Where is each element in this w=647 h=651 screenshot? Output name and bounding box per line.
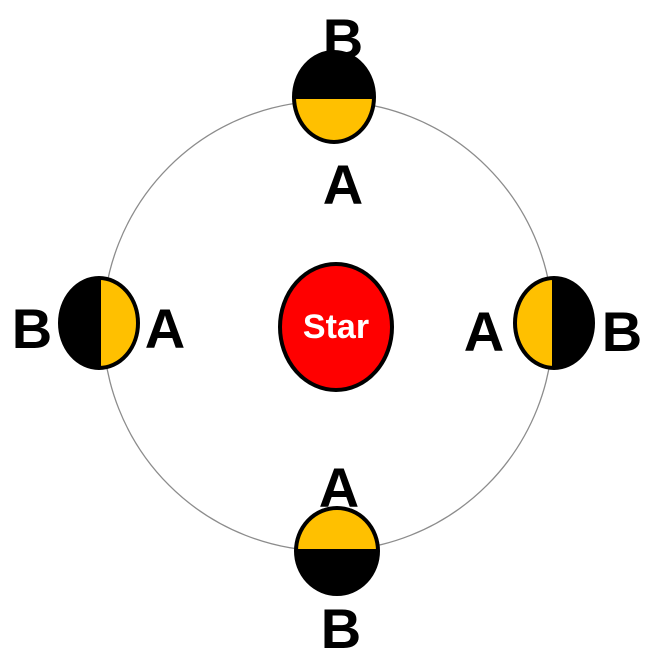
planet-bottom: A B: [294, 456, 380, 651]
planet-left-label-dark: B: [12, 297, 52, 360]
planet-right-label-lit: A: [464, 300, 504, 363]
planet-bottom-label-dark: B: [321, 597, 361, 651]
planet-top-label-lit: A: [323, 153, 363, 216]
planet-left-lit-half: [99, 278, 138, 368]
planet-top-label-dark: B: [323, 7, 363, 70]
star-label: Star: [303, 308, 369, 346]
planet-left-dark-half: [60, 278, 99, 368]
planet-right-dark-half: [554, 278, 593, 368]
planet-right-lit-half: [515, 278, 554, 368]
planet-left-label-lit: A: [145, 297, 185, 360]
planet-bottom-lit-half: [296, 508, 378, 551]
planet-top-dark-half: [294, 52, 374, 97]
planet-bottom-dark-half: [296, 551, 378, 594]
planet-top: B A: [292, 7, 376, 216]
planet-right: A B: [464, 276, 642, 370]
planet-left: B A: [12, 276, 185, 370]
planet-right-label-dark: B: [602, 300, 642, 363]
star-disc: [278, 262, 394, 392]
planet-bottom-label-lit: A: [319, 456, 359, 519]
planet-top-lit-half: [294, 97, 374, 142]
star: Star: [278, 262, 394, 392]
